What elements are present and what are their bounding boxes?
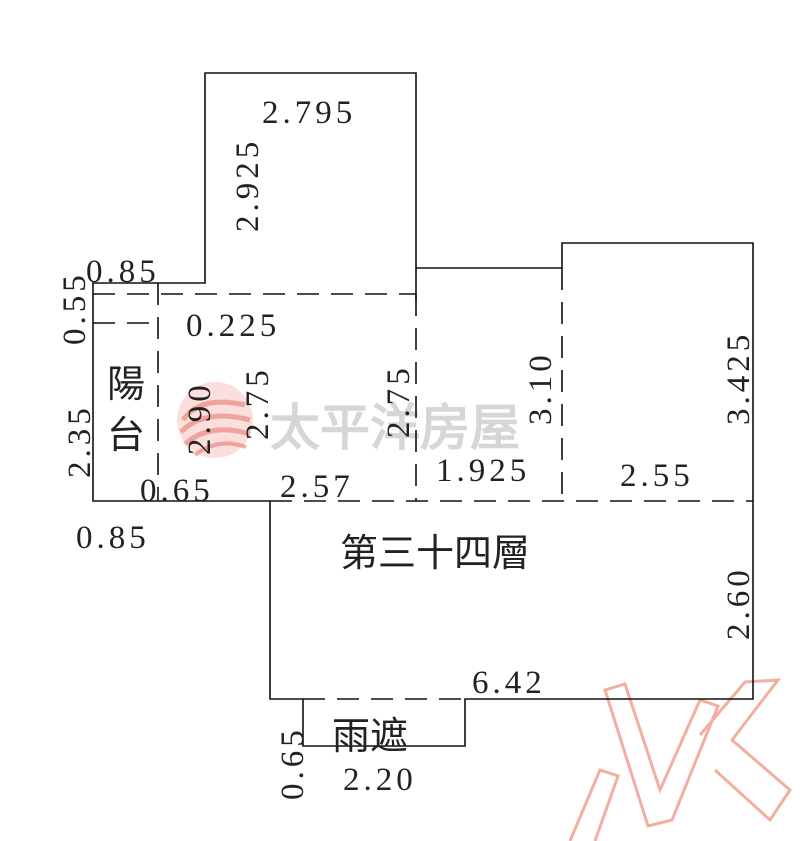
watermark-brand-text: 太平洋房屋 [270, 399, 520, 457]
dim-balcony-bottom-width: 0.85 [76, 520, 150, 556]
dim-top-height: 2.925 [230, 138, 266, 232]
balcony-label-2: 台 [107, 413, 145, 457]
dim-room-height: 2.75 [381, 364, 417, 438]
floor-label: 第三十四層 [340, 531, 530, 575]
dim-balcony-top-width: 0.85 [86, 254, 160, 290]
dim-mid-width-3: 2.55 [620, 458, 694, 494]
dim-balcony-top-height: 0.55 [57, 271, 93, 345]
balcony-label-1: 陽 [107, 362, 145, 406]
dim-inner-offset: 0.225 [186, 308, 280, 344]
dim-canopy-height: 0.65 [275, 726, 311, 800]
dim-mid-width-2: 1.925 [436, 453, 530, 489]
partitions [93, 268, 753, 700]
dim-top-width: 2.795 [262, 95, 356, 131]
dim-canopy-width: 2.20 [343, 762, 417, 798]
dim-balcony-inner-height: 2.90 [182, 381, 218, 455]
dim-corridor-height: 2.75 [240, 366, 276, 440]
dim-balcony-height: 2.35 [62, 404, 98, 478]
canopy-label: 雨遮 [332, 714, 408, 758]
dim-mid-height: 3.10 [523, 351, 559, 425]
dim-mid-width-1: 2.57 [280, 469, 354, 505]
dim-lower-right-height: 2.60 [721, 566, 757, 640]
dim-corridor-width: 0.65 [140, 473, 214, 509]
corner-mark-icon [568, 678, 792, 841]
brand-logo-icon [177, 382, 253, 458]
dim-right-height: 3.425 [721, 331, 757, 425]
dim-bottom-width: 6.42 [472, 665, 546, 701]
